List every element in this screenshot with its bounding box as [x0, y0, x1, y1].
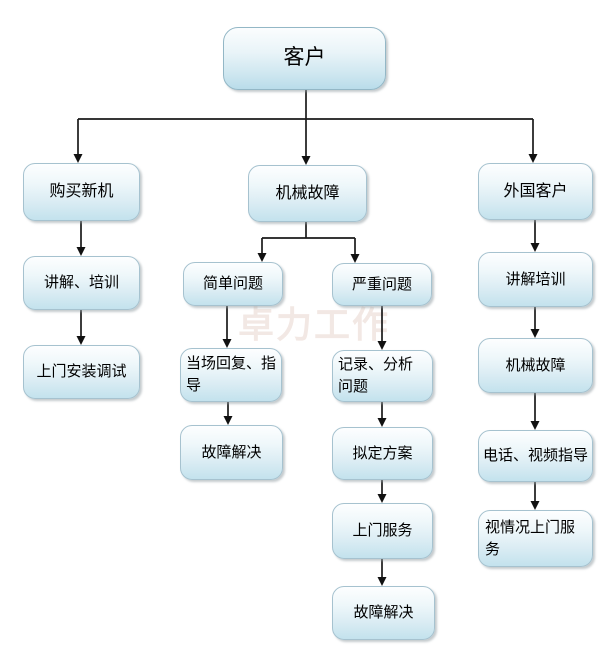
- arrowhead-icon: [301, 156, 311, 165]
- arrowhead-icon: [530, 243, 540, 252]
- node-explain-training-left: 讲解、培训: [23, 256, 140, 310]
- arrowhead-icon: [530, 501, 540, 510]
- arrowhead-icon: [76, 336, 86, 345]
- node-buy-new-machine: 购买新机: [23, 163, 140, 221]
- node-make-plan: 拟定方案: [332, 427, 433, 480]
- arrowhead-icon: [73, 154, 83, 163]
- arrowhead-icon: [76, 247, 86, 256]
- arrowhead-icon: [377, 418, 387, 427]
- node-mechanical-fault-mid: 机械故障: [248, 165, 367, 222]
- node-onspot-reply-guide: 当场回复、指导: [180, 348, 282, 402]
- arrowhead-icon: [528, 154, 538, 163]
- arrowheads: [73, 154, 540, 586]
- node-foreign-customer: 外国客户: [478, 163, 593, 220]
- node-simple-problem: 简单问题: [183, 262, 283, 306]
- node-onsite-service: 上门服务: [332, 503, 433, 559]
- node-phone-video-guide: 电话、视频指导: [478, 430, 593, 482]
- connector-lines: [77, 90, 536, 577]
- node-record-analyze-problem: 记录、分析问题: [332, 350, 433, 402]
- watermark-text: 卓力工作: [238, 304, 391, 345]
- arrowhead-icon: [257, 253, 267, 262]
- node-explain-training-right: 讲解培训: [478, 252, 593, 307]
- node-fault-solved-serious: 故障解决: [332, 586, 435, 640]
- node-onsite-as-needed: 视情况上门服务: [478, 510, 593, 567]
- arrowhead-icon: [377, 577, 387, 586]
- node-serious-problem: 严重问题: [332, 263, 432, 306]
- arrowhead-icon: [530, 421, 540, 430]
- node-onsite-install-debug: 上门安装调试: [23, 345, 140, 399]
- arrowhead-icon: [350, 254, 360, 263]
- arrowhead-icon: [530, 329, 540, 338]
- arrowhead-icon: [223, 416, 233, 425]
- arrowhead-icon: [377, 494, 387, 503]
- node-customer: 客户: [223, 27, 386, 90]
- node-fault-solved-simple: 故障解决: [180, 425, 283, 480]
- arrowhead-icon: [222, 339, 232, 348]
- node-mechanical-fault-right: 机械故障: [478, 338, 593, 393]
- arrowhead-icon: [377, 341, 387, 350]
